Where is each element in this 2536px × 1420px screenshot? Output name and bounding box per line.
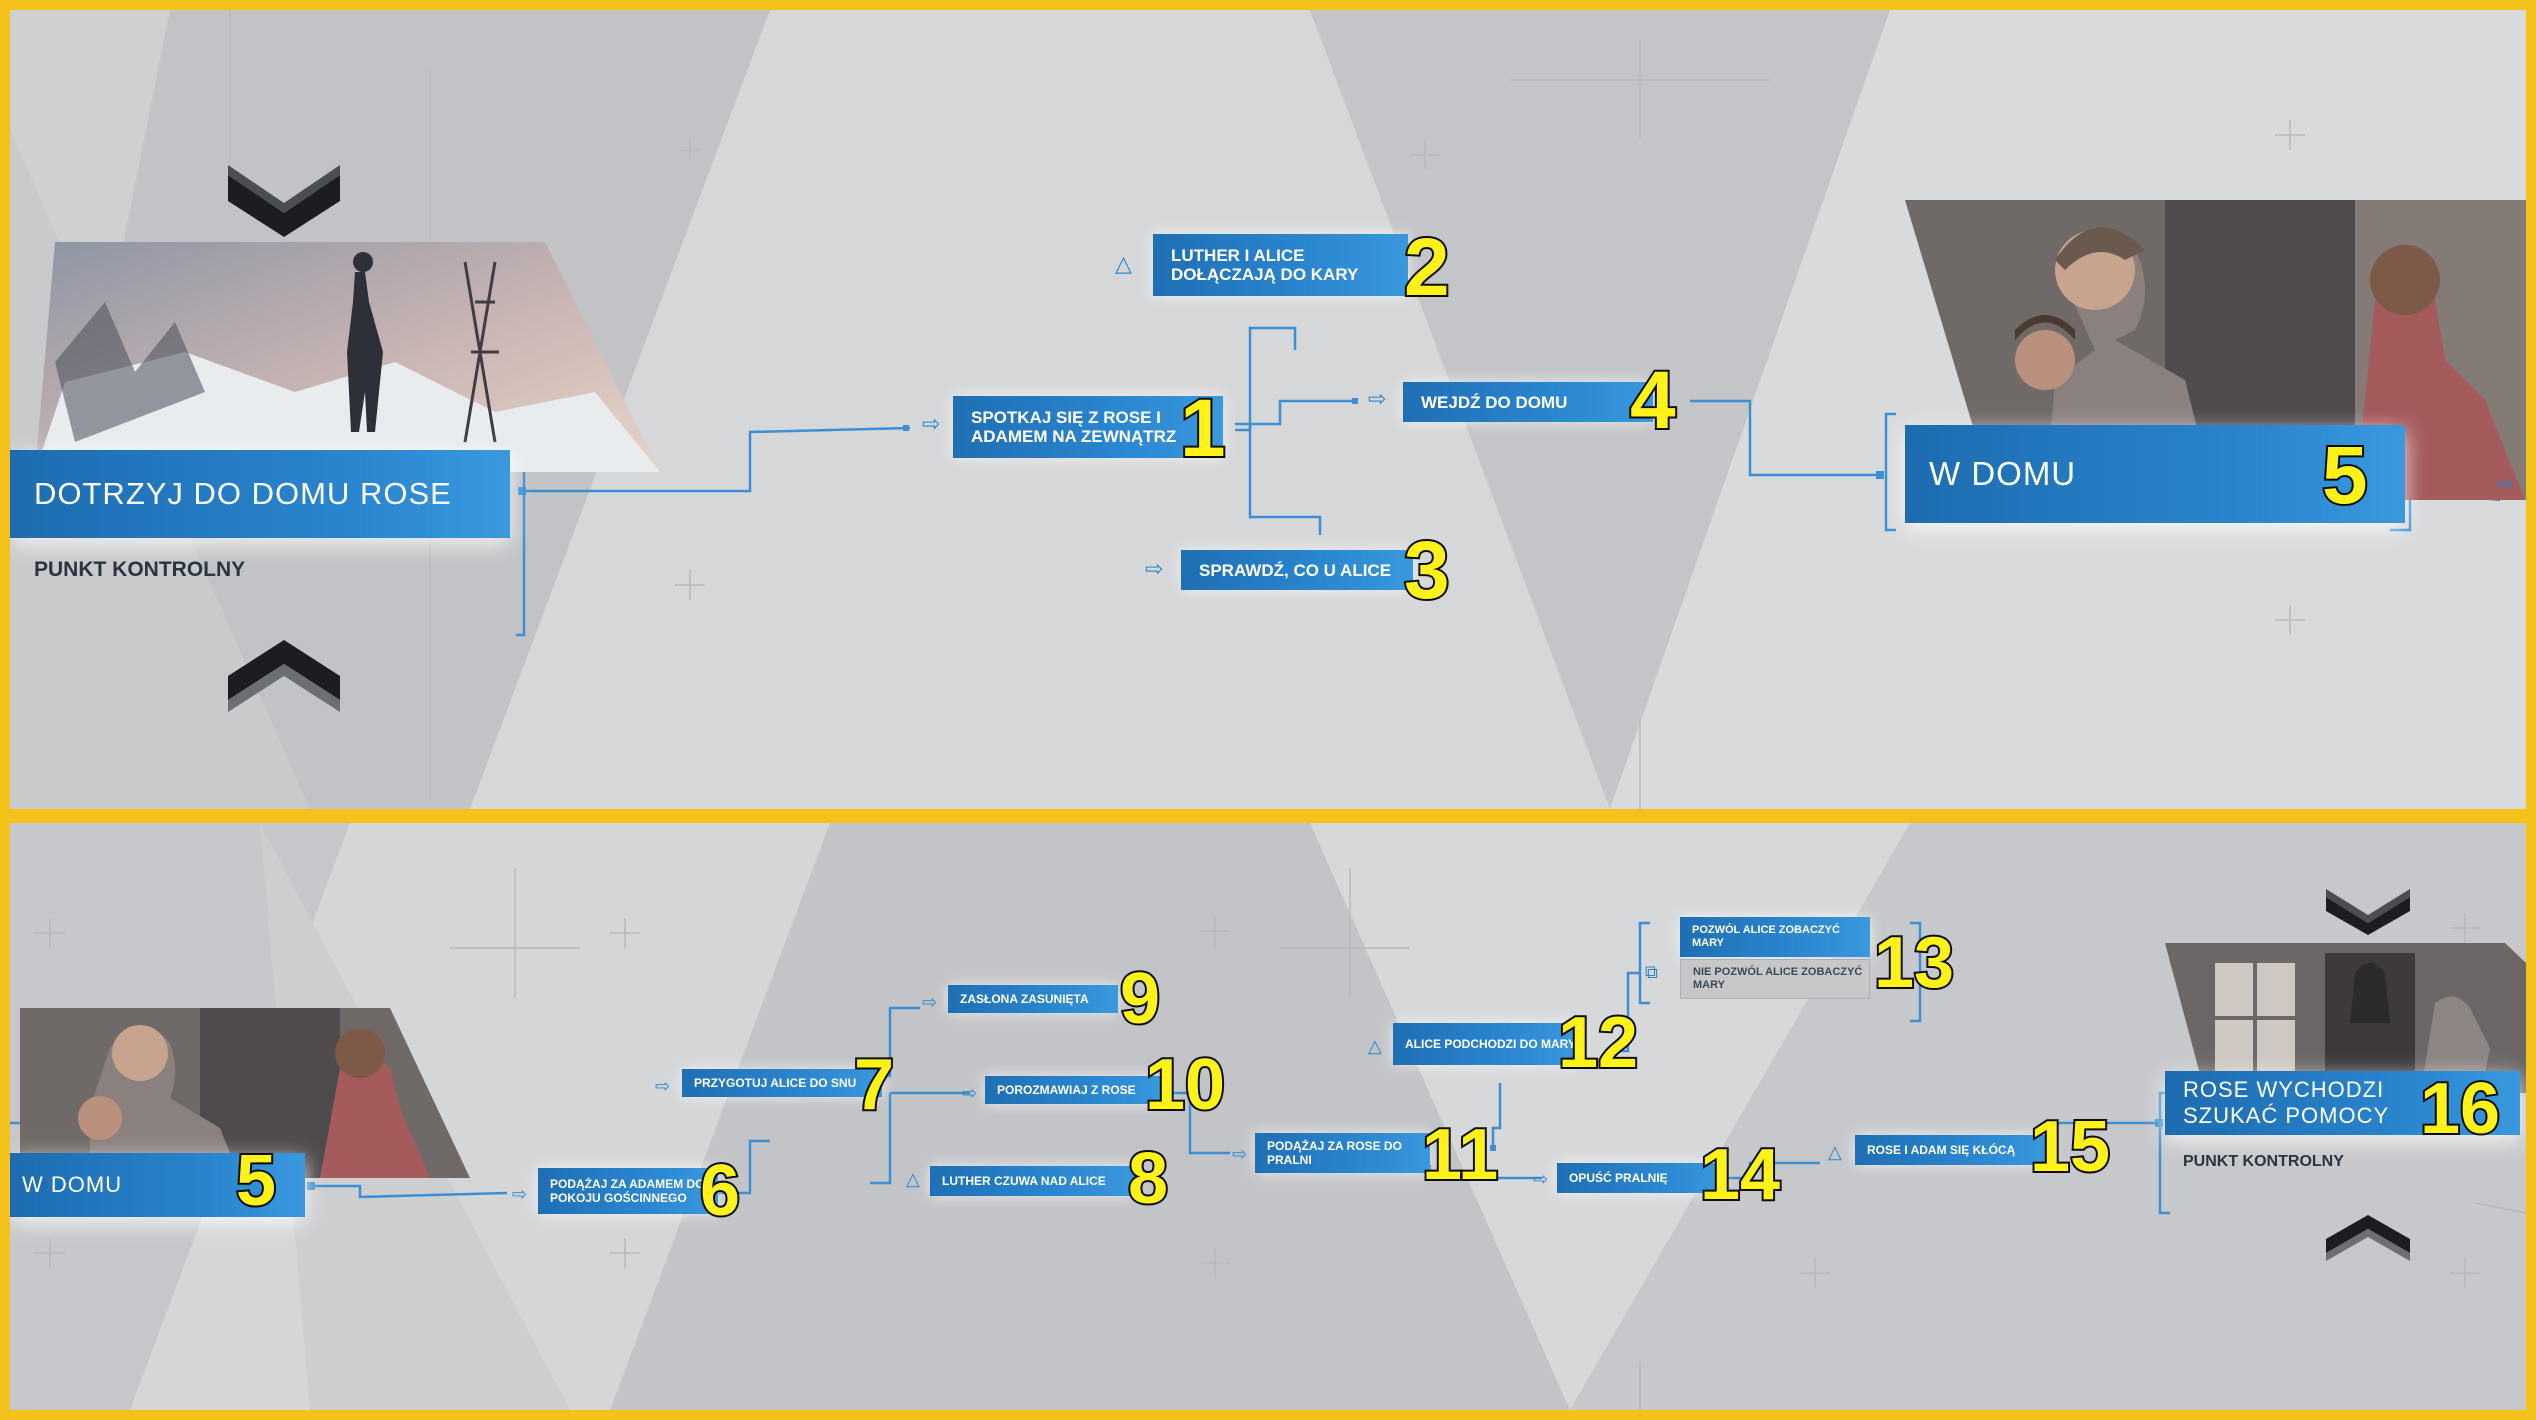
choice-node-13-alt[interactable]: NIE POZWÓL ALICE ZOBACZYĆ MARY: [1680, 959, 1870, 999]
flowchart-panel-top: DOTRZYJ DO DOMU ROSE PUNKT KONTROLNY ⇨ S…: [10, 10, 2526, 809]
node-number: 5: [234, 1141, 278, 1221]
choice-node-7[interactable]: PRZYGOTUJ ALICE DO SNU: [682, 1069, 882, 1097]
arrow-icon: ⇨: [512, 1184, 528, 1204]
end-node[interactable]: W DOMU: [1905, 425, 2405, 523]
arrow-icon: ⇨: [1145, 556, 1164, 581]
triangle-icon: △: [1115, 251, 1132, 276]
node-number: 3: [1402, 525, 1452, 616]
choice-node-label: SPOTKAJ SIĘ Z ROSE I ADAMEM NA ZEWNĄTRZ: [971, 408, 1177, 446]
node-number: 8: [1126, 1139, 1170, 1219]
choice-node-13[interactable]: POZWÓL ALICE ZOBACZYĆ MARY: [1680, 917, 1870, 957]
choice-node-label: LUTHER I ALICE DOŁĄCZAJĄ DO KARY: [1171, 246, 1359, 284]
end-node-subtitle: PUNKT KONTROLNY: [2183, 1153, 2344, 1170]
triangle-icon: △: [1828, 1142, 1842, 1162]
node-number: 13: [1872, 923, 1956, 1003]
choice-node-label: ALICE PODCHODZI DO MARY: [1405, 1037, 1576, 1051]
choice-node-label: LUTHER CZUWA NAD ALICE: [942, 1174, 1106, 1188]
arrow-icon: ⇨: [1232, 1144, 1248, 1164]
choice-node-14[interactable]: OPUŚĆ PRALNIĘ: [1557, 1163, 1722, 1193]
node-number: 7: [852, 1045, 896, 1125]
choice-node-label: WEJDŹ DO DOMU: [1421, 392, 1568, 412]
arrow-icon: ⇨: [1368, 386, 1387, 411]
chevron-up-icon[interactable]: [2326, 1215, 2410, 1261]
end-node-title: ROSE WYCHODZI SZUKAĆ POMOCY: [2183, 1077, 2390, 1128]
choice-node-1[interactable]: SPOTKAJ SIĘ Z ROSE I ADAMEM NA ZEWNĄTRZ: [953, 396, 1223, 458]
choice-node-label: SPRAWDŹ, CO U ALICE: [1199, 560, 1392, 580]
choice-node-label: ROSE I ADAM SIĘ KŁÓCĄ: [1867, 1143, 2016, 1157]
arrow-icon: ⇨: [922, 411, 941, 436]
choice-node-label: PODĄŻAJ ZA ADAMEM DO POKOJU GOŚCINNEGO: [550, 1177, 705, 1205]
start-node-subtitle: PUNKT KONTROLNY: [34, 558, 246, 581]
choice-node-label: POROZMAWIAJ Z ROSE: [997, 1083, 1136, 1097]
start-thumbnail: [35, 242, 660, 472]
start-node[interactable]: DOTRZYJ DO DOMU ROSE: [10, 450, 510, 538]
start-node[interactable]: W DOMU: [10, 1153, 305, 1217]
arrow-icon: ⇨: [655, 1076, 671, 1096]
choice-node-3[interactable]: SPRAWDŹ, CO U ALICE: [1181, 550, 1413, 590]
node-number: 16: [2418, 1069, 2502, 1149]
chevron-up-icon[interactable]: [228, 640, 340, 712]
chevron-down-icon[interactable]: [2326, 889, 2410, 935]
end-thumbnail: [2165, 943, 2526, 1093]
node-number: 12: [1556, 1003, 1640, 1083]
choice-node-label: POZWÓL ALICE ZOBACZYĆ MARY: [1692, 924, 1840, 949]
node-number: 2: [1402, 222, 1452, 313]
choice-node-11[interactable]: PODĄŻAJ ZA ROSE DO PRALNI: [1255, 1133, 1430, 1173]
choice-node-12[interactable]: ALICE PODCHODZI DO MARY: [1393, 1023, 1578, 1065]
node-number: 11: [1420, 1115, 1500, 1195]
choice-node-label: PRZYGOTUJ ALICE DO SNU: [694, 1076, 857, 1090]
node-number: 6: [698, 1151, 742, 1231]
choice-node-label: PODĄŻAJ ZA ROSE DO PRALNI: [1267, 1139, 1402, 1167]
triangle-icon: △: [1368, 1036, 1382, 1056]
choice-node-2[interactable]: LUTHER I ALICE DOŁĄCZAJĄ DO KARY: [1153, 234, 1408, 296]
node-number: 14: [1698, 1135, 1782, 1215]
choice-node-6[interactable]: PODĄŻAJ ZA ADAMEM DO POKOJU GOŚCINNEGO: [538, 1168, 718, 1214]
choice-node-label: NIE POZWÓL ALICE ZOBACZYĆ MARY: [1693, 966, 1863, 991]
node-number: 1: [1178, 383, 1228, 474]
node-number: 9: [1118, 959, 1162, 1039]
node-number: 15: [2028, 1107, 2112, 1187]
node-number: 10: [1143, 1045, 1227, 1125]
start-node-title: W DOMU: [22, 1172, 123, 1197]
end-node-title: W DOMU: [1929, 455, 2077, 492]
node-number: 5: [2320, 430, 2370, 521]
choice-node-4[interactable]: WEJDŹ DO DOMU: [1403, 382, 1653, 422]
choice-node-8[interactable]: LUTHER CZUWA NAD ALICE: [930, 1166, 1135, 1196]
arrow-icon: ⇨: [2496, 471, 2515, 496]
arrow-icon: ⇨: [922, 992, 938, 1012]
arrow-icon: ⇨: [1533, 1169, 1549, 1189]
choice-node-9[interactable]: ZASŁONA ZASUNIĘTA: [948, 985, 1118, 1013]
node-number: 4: [1628, 355, 1678, 446]
end-node[interactable]: ROSE WYCHODZI SZUKAĆ POMOCY: [2165, 1071, 2520, 1135]
choice-node-10[interactable]: POROZMAWIAJ Z ROSE: [985, 1076, 1165, 1104]
start-node-title: DOTRZYJ DO DOMU ROSE: [34, 476, 452, 511]
choice-node-15[interactable]: ROSE I ADAM SIĘ KŁÓCĄ: [1855, 1135, 2050, 1165]
arrow-icon: ⇨: [962, 1083, 978, 1103]
triangle-icon: △: [906, 1169, 920, 1189]
flowchart-panel-bottom: W DOMU 5 ⇨ PODĄŻAJ ZA ADAMEM DO POKOJU G…: [10, 823, 2526, 1410]
choice-node-label: OPUŚĆ PRALNIĘ: [1569, 1171, 1668, 1185]
objects-icon: ⧉: [1645, 962, 1658, 982]
start-thumbnail: [20, 1008, 470, 1178]
chevron-down-icon[interactable]: [228, 165, 340, 237]
choice-node-label: ZASŁONA ZASUNIĘTA: [960, 992, 1089, 1006]
